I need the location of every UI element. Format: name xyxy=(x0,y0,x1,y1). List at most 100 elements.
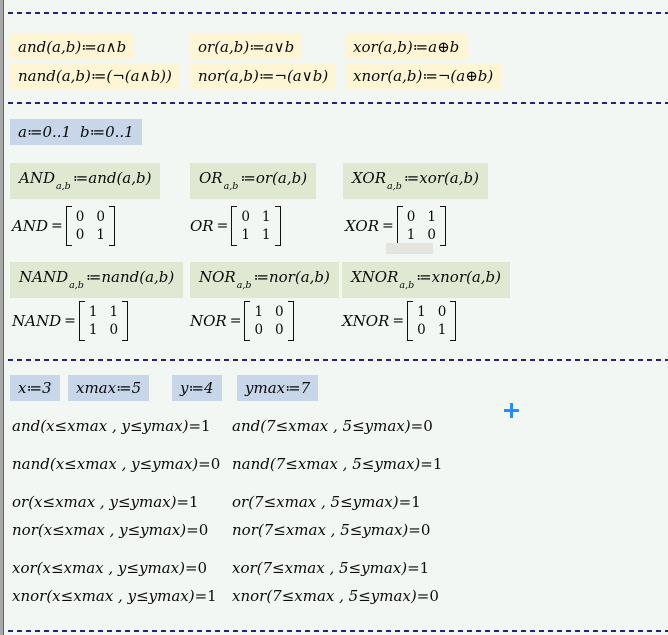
math-region-result-nand-vars[interactable]: nand(x≤xmax , y≤ymax)=0 xyxy=(12,455,220,473)
result-value: =1 xyxy=(188,417,211,435)
matrix-cell: 0 xyxy=(109,322,119,338)
math-region-result-xnor-lits[interactable]: xnor(7≤xmax , 5≤ymax)=0 xyxy=(232,587,439,605)
math-region-result-nor-lits[interactable]: nor(7≤xmax , 5≤ymax)=0 xyxy=(232,521,430,539)
vector-subscript: a,b xyxy=(55,181,71,192)
result-value: =1 xyxy=(176,493,199,511)
vector-subscript: a,b xyxy=(236,280,252,291)
matrix-name: OR xyxy=(190,217,214,235)
result-value: =0 xyxy=(416,587,439,605)
right-bracket xyxy=(450,301,457,341)
math-region-def-nand[interactable]: nand(a,b)≔(¬(a∧b)) xyxy=(10,63,180,89)
math-region-def-or[interactable]: or(a,b)≔a∨b xyxy=(190,34,303,60)
matrix-cell: 0 xyxy=(275,322,284,338)
math-region-def-xor[interactable]: xor(a,b)≔a⊕b xyxy=(345,34,468,60)
vector-rhs: ≔nor(a,b) xyxy=(253,268,330,286)
result-value: =0 xyxy=(184,559,208,577)
math-region-def-xnor[interactable]: xnor(a,b)≔¬(a⊕b) xyxy=(345,63,502,89)
page-break-separator xyxy=(8,102,668,104)
result-expression: xnor(7≤xmax , 5≤ymax) xyxy=(232,587,417,605)
result-expression: xnor(x≤xmax , y≤ymax) xyxy=(12,587,195,605)
math-region-param-x[interactable]: x≔3 xyxy=(10,375,60,401)
page-break-separator xyxy=(8,630,668,632)
math-region-param-xmax[interactable]: xmax≔5 xyxy=(68,375,150,401)
math-region-result-xnor-vars[interactable]: xnor(x≤xmax , y≤ymax)=1 xyxy=(12,587,217,605)
result-expression: and(7≤xmax , 5≤ymax) xyxy=(232,417,411,435)
result-expression: nor(7≤xmax , 5≤ymax) xyxy=(232,521,409,539)
math-region-vector-xnor[interactable]: XNORa,b≔xnor(a,b) xyxy=(342,262,511,298)
matrix-cell: 0 xyxy=(275,304,284,320)
equals-sign: = xyxy=(50,218,63,234)
math-region-result-and-lits[interactable]: and(7≤xmax , 5≤ymax)=0 xyxy=(232,417,433,435)
math-region-result-and-vars[interactable]: and(x≤xmax , y≤ymax)=1 xyxy=(12,417,211,435)
matrix-name: NOR xyxy=(190,312,227,330)
matrix-cell: 1 xyxy=(437,322,447,338)
vector-subscript: a,b xyxy=(223,181,239,192)
matrix-cell: 1 xyxy=(254,304,264,320)
math-region-vector-nor[interactable]: NORa,b≔nor(a,b) xyxy=(190,262,339,298)
equals-sign: = xyxy=(229,313,242,329)
worksheet-left-border xyxy=(0,0,4,635)
math-region-vector-xor[interactable]: XORa,b≔xor(a,b) xyxy=(343,163,488,199)
vector-name: XNOR xyxy=(351,268,399,286)
matrix-name: AND xyxy=(12,217,48,235)
math-region-def-and[interactable]: and(a,b)≔a∧b xyxy=(10,34,135,60)
math-region-result-nor-vars[interactable]: nor(x≤xmax , y≤ymax)=0 xyxy=(12,521,208,539)
matrix-cell: 0 xyxy=(406,209,416,225)
math-region-range-b[interactable]: b≔0..1 xyxy=(72,119,142,145)
right-bracket xyxy=(287,301,294,341)
vector-subscript: a,b xyxy=(387,181,402,192)
result-value: =1 xyxy=(407,559,430,577)
math-region-vector-nand[interactable]: NANDa,b≔nand(a,b) xyxy=(10,262,184,298)
result-expression: xor(x≤xmax , y≤ymax) xyxy=(12,559,185,577)
vector-name: XOR xyxy=(352,169,387,187)
vector-rhs: ≔or(a,b) xyxy=(240,169,308,187)
math-region-param-ymax[interactable]: ymax≔7 xyxy=(237,375,319,401)
result-value: =0 xyxy=(410,417,433,435)
matrix-cell: 1 xyxy=(96,227,105,243)
equals-sign: = xyxy=(64,313,76,329)
math-region-result-nand-lits[interactable]: nand(7≤xmax , 5≤ymax)=1 xyxy=(232,455,442,473)
math-region-vector-and[interactable]: ANDa,b≔and(a,b) xyxy=(10,163,161,199)
result-value: =1 xyxy=(420,455,443,473)
equals-sign: = xyxy=(382,218,394,234)
result-value: =0 xyxy=(198,455,221,473)
vector-subscript: a,b xyxy=(69,280,84,291)
right-bracket xyxy=(122,301,129,341)
matrix-cell: 1 xyxy=(261,227,271,243)
math-region-result-xor-vars[interactable]: xor(x≤xmax , y≤ymax)=0 xyxy=(12,559,207,577)
left-bracket xyxy=(65,206,72,246)
matrix-cell: 0 xyxy=(75,209,85,225)
right-bracket xyxy=(439,206,446,246)
matrix-cell: 1 xyxy=(88,304,98,320)
result-expression: nand(7≤xmax , 5≤ymax) xyxy=(232,455,421,473)
result-expression: or(x≤xmax , y≤ymax) xyxy=(12,493,177,511)
left-bracket xyxy=(407,301,414,341)
matrix-cell: 0 xyxy=(437,304,447,320)
result-expression: or(7≤xmax , 5≤ymax) xyxy=(232,493,399,511)
vector-name: NOR xyxy=(199,268,236,286)
math-region-result-or-vars[interactable]: or(x≤xmax , y≤ymax)=1 xyxy=(12,493,199,511)
vector-subscript: a,b xyxy=(399,280,415,291)
vector-rhs: ≔xnor(a,b) xyxy=(416,268,502,286)
equals-sign: = xyxy=(216,218,229,234)
math-region-range-a[interactable]: a≔0..1 xyxy=(10,119,80,145)
math-region-def-nor[interactable]: nor(a,b)≔¬(a∨b) xyxy=(190,63,337,89)
left-bracket xyxy=(231,206,238,246)
math-region-param-y[interactable]: y≔4 xyxy=(172,375,222,401)
math-region-result-or-lits[interactable]: or(7≤xmax , 5≤ymax)=1 xyxy=(232,493,421,511)
math-region-vector-or[interactable]: ORa,b≔or(a,b) xyxy=(190,163,317,199)
math-region-result-xor-lits[interactable]: xor(7≤xmax , 5≤ymax)=1 xyxy=(232,559,429,577)
matrix-name: XNOR xyxy=(342,312,390,330)
